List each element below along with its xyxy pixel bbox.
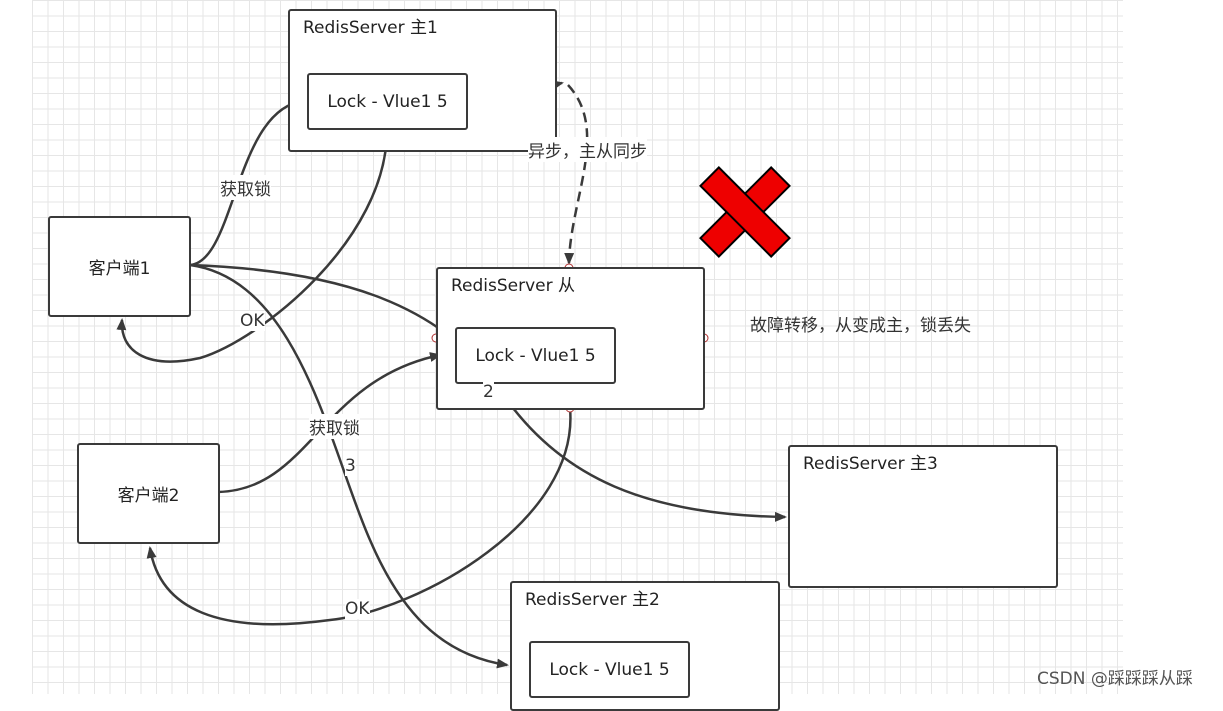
edge-label-acquire1: 获取锁	[220, 175, 271, 200]
master1-lock-box[interactable]: Lock - Vlue1 5	[307, 73, 468, 130]
redis-master1-box[interactable]: RedisServer 主1 Lock - Vlue1 5	[288, 9, 557, 152]
redis-master1-title: RedisServer 主1	[303, 18, 438, 38]
edge-client1-to-master2	[189, 263, 509, 669]
failure-cross-icon	[699, 166, 791, 258]
edge-slave-ok-client2	[146, 407, 572, 626]
slave-lock-label: Lock - Vlue1 5	[475, 345, 596, 366]
redis-slave-title: RedisServer 从	[451, 276, 576, 296]
edge-label-num2: 2	[483, 382, 494, 402]
edge-lock1-ok-client1	[116, 129, 389, 363]
redis-master2-box[interactable]: RedisServer 主2 Lock - Vlue1 5	[510, 581, 780, 711]
master2-lock-box[interactable]: Lock - Vlue1 5	[529, 641, 690, 698]
client2-label: 客户端2	[117, 486, 180, 506]
redis-master2-title: RedisServer 主2	[525, 590, 660, 610]
edge-label-async: 异步，主从同步	[528, 137, 647, 162]
client2-box[interactable]: 客户端2	[77, 443, 220, 544]
csdn-watermark: CSDN @踩踩踩从踩	[1037, 669, 1193, 689]
edge-async-down	[564, 84, 589, 265]
edge-label-num3: 3	[345, 456, 356, 476]
failover-note: 故障转移，从变成主，锁丢失	[750, 316, 971, 336]
master1-lock-label: Lock - Vlue1 5	[327, 91, 448, 112]
client1-label: 客户端1	[88, 259, 151, 279]
edge-label-ok2: OK	[345, 599, 370, 619]
slave-lock-box[interactable]: Lock - Vlue1 5	[455, 327, 616, 384]
redis-slave-box[interactable]: RedisServer 从 Lock - Vlue1 5	[436, 267, 705, 410]
edge-label-ok1: OK	[240, 311, 265, 331]
client1-box[interactable]: 客户端1	[48, 216, 191, 317]
master2-lock-label: Lock - Vlue1 5	[549, 659, 670, 680]
redis-master3-title: RedisServer 主3	[803, 454, 938, 474]
edge-label-acquire2: 获取锁	[309, 414, 360, 439]
redis-master3-box[interactable]: RedisServer 主3	[788, 445, 1058, 588]
